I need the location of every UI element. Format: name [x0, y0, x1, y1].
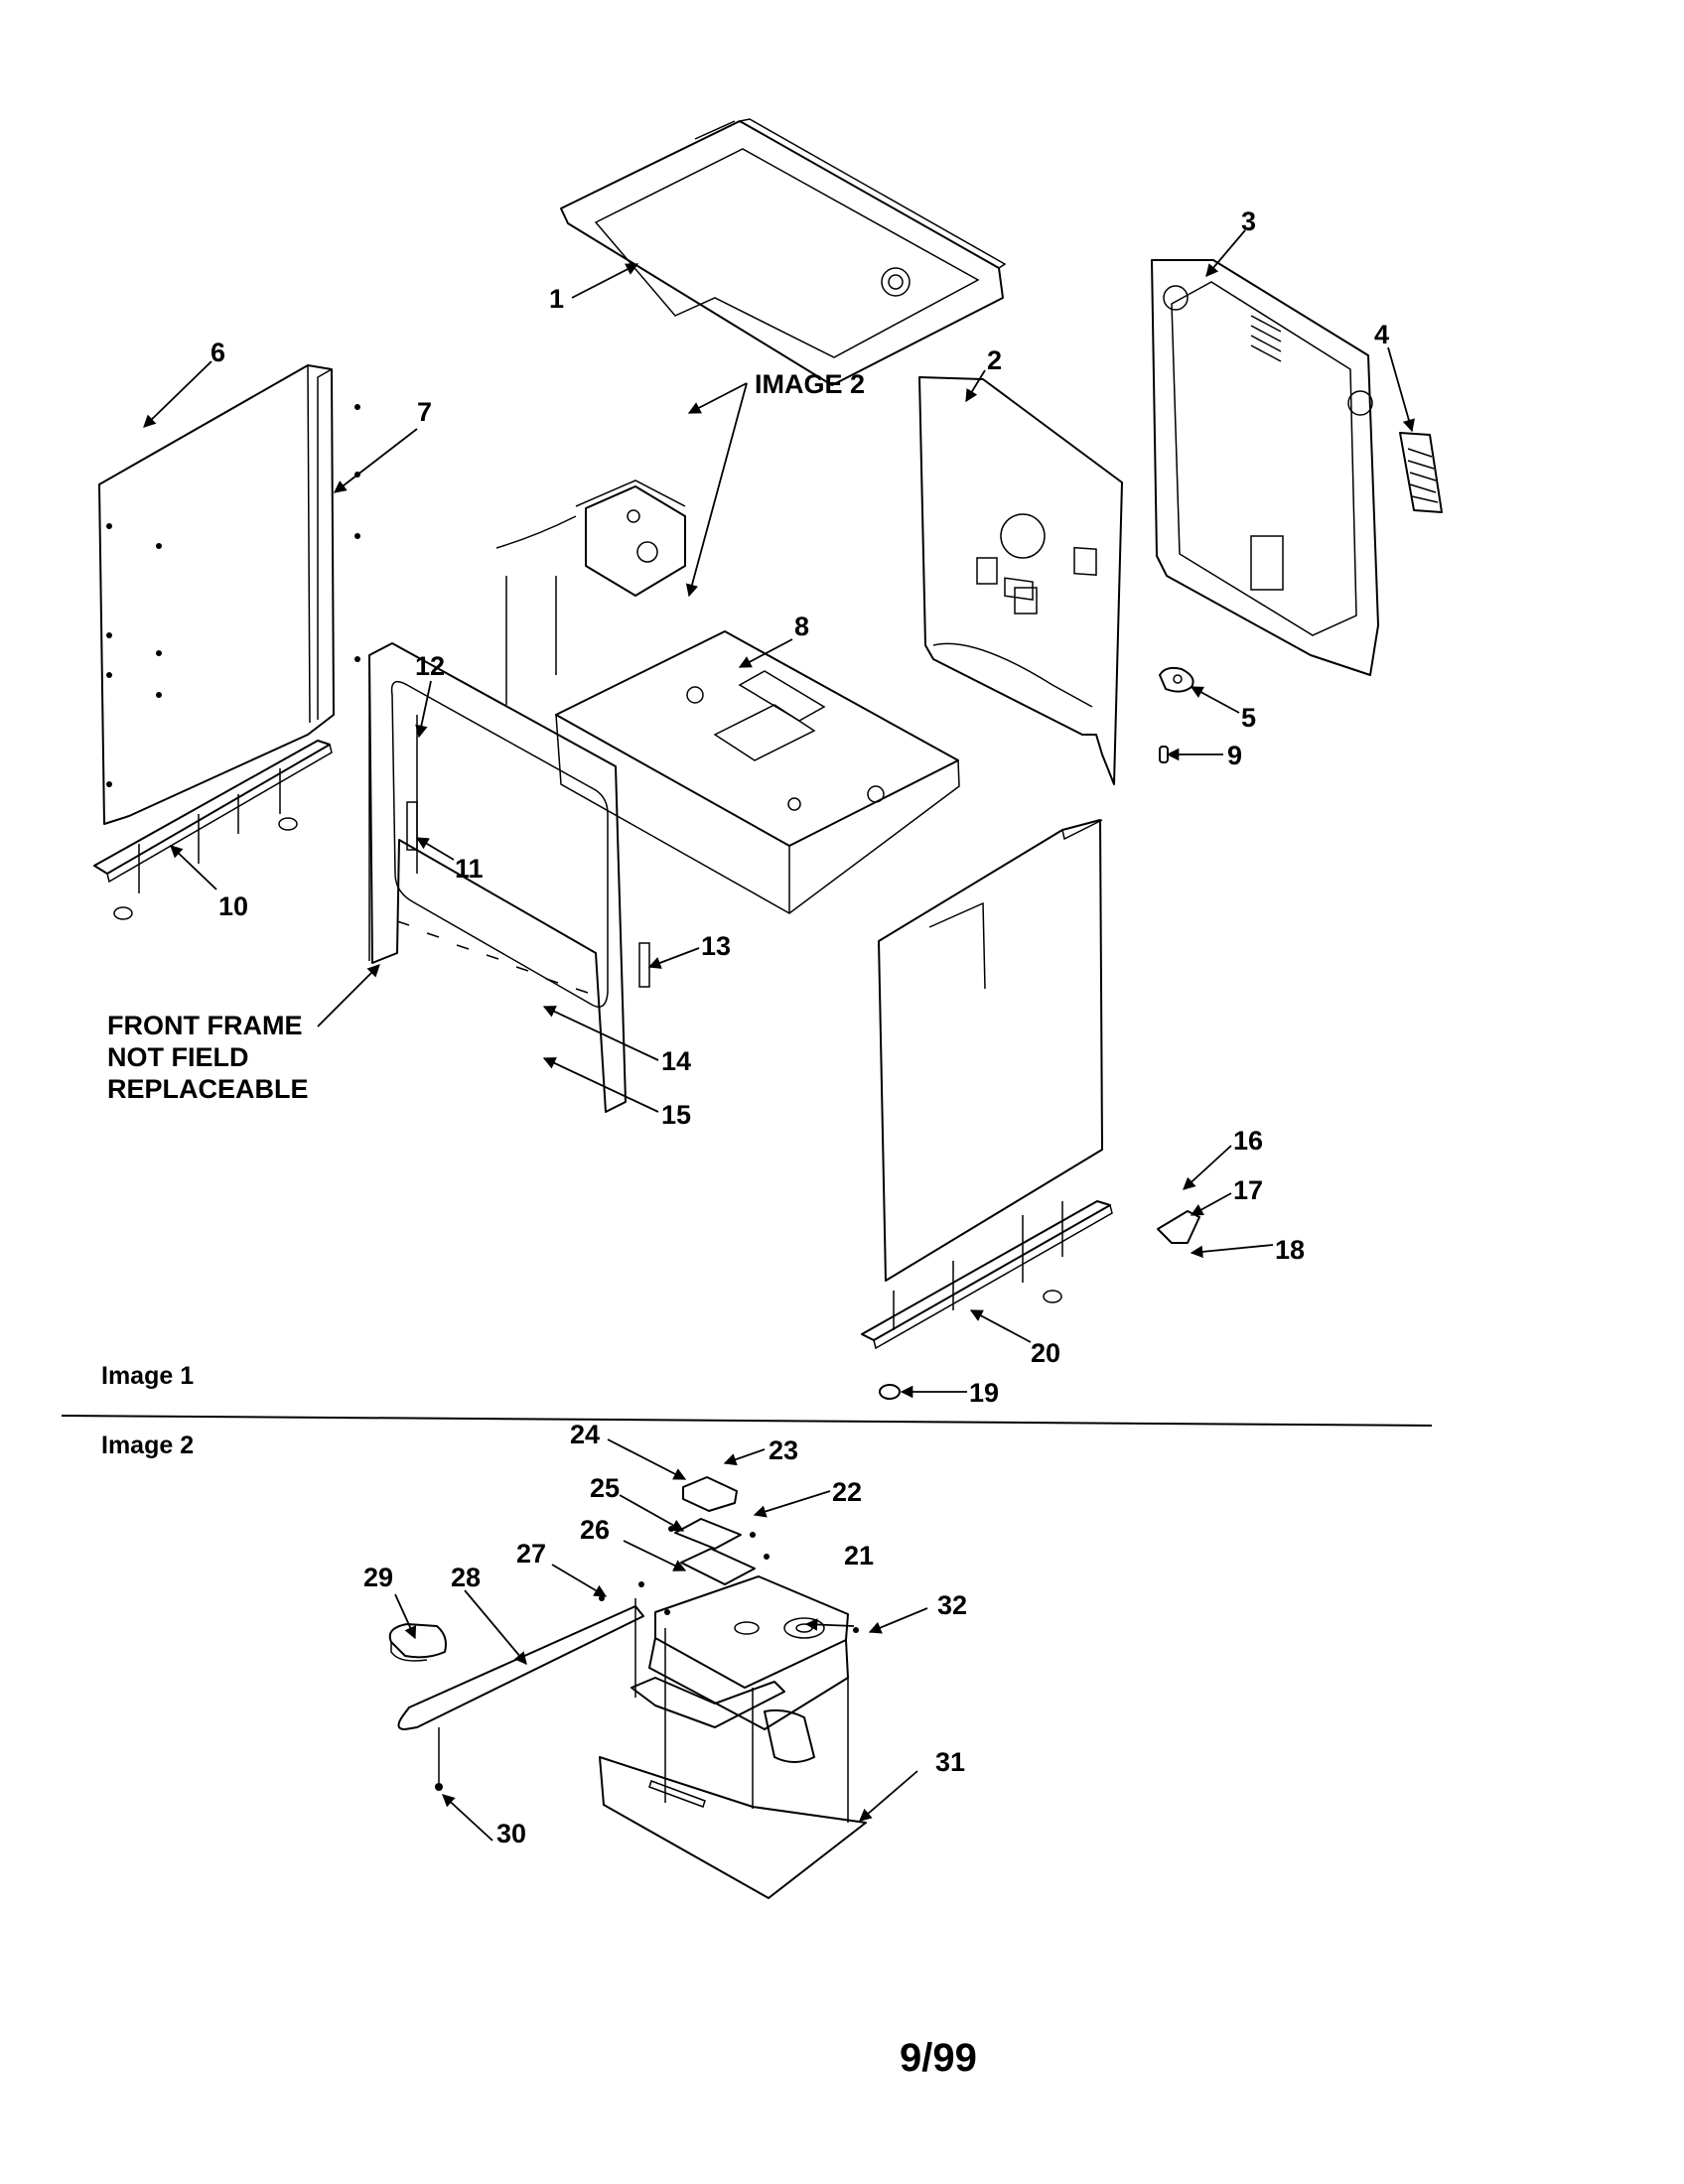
callout-31: 31: [935, 1747, 965, 1777]
page-footer-date: 9/99: [900, 2036, 977, 2080]
part-8-base-pan: [505, 576, 960, 914]
callout-4: 4: [1374, 320, 1389, 349]
callout-28: 28: [451, 1563, 481, 1592]
section-label-image-1: Image 1: [101, 1362, 194, 1390]
callout-3: 3: [1241, 206, 1256, 236]
door-lock-assembly: [388, 1476, 867, 1899]
door-lock-assembly-mini: [495, 479, 686, 597]
callout-26: 26: [580, 1515, 610, 1545]
callout-7: 7: [417, 397, 432, 427]
front-frame: [368, 642, 650, 1113]
part-7-left-side-panel: [98, 364, 360, 825]
front-frame-note-line-3: REPLACEABLE: [107, 1074, 309, 1104]
callout-30: 30: [496, 1819, 526, 1848]
callout-13: 13: [701, 931, 731, 961]
callout-22: 22: [832, 1477, 862, 1507]
callout-18: 18: [1275, 1235, 1305, 1265]
callout-17: 17: [1233, 1175, 1263, 1205]
part-3-rear-cover: [1151, 259, 1379, 676]
callout-labels: 1 2 3 4 5 6 7 8 9 10 11 12 13 14 15 16 1…: [101, 206, 1389, 2080]
callout-11: 11: [455, 854, 484, 884]
front-frame-note-line-2: NOT FIELD: [107, 1042, 249, 1072]
right-side-panel: [878, 819, 1103, 1282]
section-divider: [61, 1415, 1433, 1427]
callout-6: 6: [210, 338, 225, 367]
leader-lines: [143, 229, 1415, 1842]
callout-20: 20: [1031, 1338, 1060, 1368]
part-9-plug: [1159, 746, 1169, 763]
callout-2: 2: [987, 345, 1002, 375]
part-19-leveling-foot: [879, 1384, 901, 1400]
part-2-back-panel: [918, 376, 1123, 785]
part-20-right-base-rail: [861, 1200, 1113, 1350]
callout-16: 16: [1233, 1126, 1263, 1156]
callout-10: 10: [218, 891, 248, 921]
front-frame-note-line-1: FRONT FRAME: [107, 1011, 302, 1040]
callout-24: 24: [570, 1420, 600, 1449]
callout-1: 1: [549, 284, 564, 314]
part-1-top-panel: [560, 118, 1007, 386]
part-4-vent-grille: [1399, 432, 1443, 513]
callout-8: 8: [794, 612, 809, 641]
callout-9: 9: [1227, 741, 1242, 770]
callout-27: 27: [516, 1539, 546, 1569]
part-5-grommet: [1159, 666, 1194, 693]
callout-12: 12: [415, 651, 445, 681]
callout-32: 32: [937, 1590, 967, 1620]
part-10-left-base-rail: [93, 740, 333, 920]
part-17-bracket: [1157, 1210, 1200, 1244]
callout-14: 14: [661, 1046, 691, 1076]
callout-29: 29: [363, 1563, 393, 1592]
callout-19: 19: [969, 1378, 999, 1408]
callout-15: 15: [661, 1100, 691, 1130]
callout-23: 23: [769, 1435, 798, 1465]
image2-reference-label: IMAGE 2: [755, 369, 865, 399]
callout-5: 5: [1241, 703, 1256, 733]
callout-21: 21: [844, 1541, 874, 1570]
section-label-image-2: Image 2: [101, 1432, 194, 1459]
callout-25: 25: [590, 1473, 620, 1503]
